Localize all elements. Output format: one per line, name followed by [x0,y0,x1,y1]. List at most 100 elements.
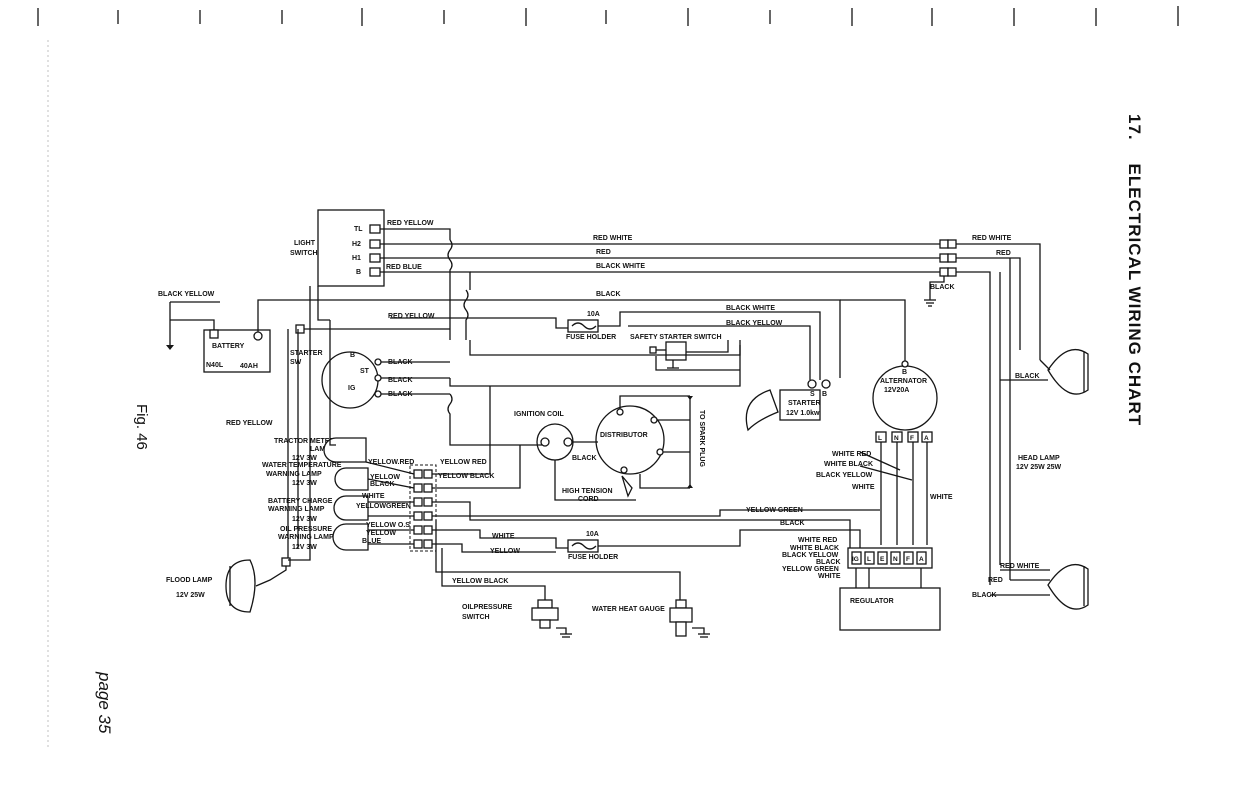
wire-label-white-reg: WHITE [818,573,841,580]
fuse-holder-bottom: 10A FUSE HOLDER [567,529,861,561]
alternator: B ALTERNATOR 12V20A L N F A WHITE RED WH… [816,299,953,545]
water-heat-gauge: WATER HEAT GAUGE [592,599,710,638]
wire-label-red-lower: RED [988,577,1003,584]
wire-label-white-black-reg: WHITE BLACK [790,545,839,552]
high-tension-cord-2: CORD [578,496,599,503]
distributor: DISTRIBUTOR TO SPARK PLUG [595,395,705,498]
regulator-label: REGULATOR [850,598,894,605]
oil-pressure-lamp-1: OIL PRESSURE [280,526,332,533]
binding-marks [37,6,1179,750]
tractor-meter-lamp-rating: 12V 3W [292,455,317,462]
starter-rating: 12V 1.0kw [786,410,820,417]
sw-terminal-ig: IG [348,385,356,392]
reg-terminal-l: L [867,556,871,563]
fuse-top-label: FUSE HOLDER [566,334,616,341]
ls-terminal-tl: TL [354,226,363,233]
wire-label-red-yellow-left: RED YELLOW [226,420,273,427]
battery-charge-lamp-rating: 12V 3W [292,516,317,523]
wire-label-black-white-top: BLACK WHITE [596,263,645,270]
wire-label-black-coil: BLACK [572,455,597,462]
wire-label-yellow-blue-1: YELLOW [366,530,396,537]
wire-label-yellow-os: YELLOW O.S [366,522,410,529]
battery-capacity: 40AH [240,363,258,370]
lamp-cluster: RED YELLOW TRACTOR METER LAMP 12V 3W WAT… [226,329,880,605]
starter-terminal-s: S [810,391,815,398]
flood-lamp-rating: 12V 25W [176,592,205,599]
head-lamp-upper: BLACK [1000,349,1089,395]
wire-label-white-alt: WHITE [852,484,875,491]
wire-label-white-red-reg: WHITE RED [798,537,837,544]
battery-charge-lamp-1: BATTERY CHARGE [268,498,333,505]
wire-label-white-right: WHITE [930,494,953,501]
light-switch: LIGHT SWITCH TL H2 H1 B [290,209,385,287]
light-switch-label-2: SWITCH [290,250,318,257]
alternator-rating: 12V20A [884,387,909,394]
light-switch-wires: RED YELLOW RED WHITE RED RED BLUE BLACK … [380,220,940,340]
wire-label-black-lower: BLACK [972,592,997,599]
alternator-label: ALTERNATOR [880,378,927,385]
oil-pressure-switch: OILPRESSURE SWITCH [462,599,572,638]
alt-terminal-l: L [878,435,882,442]
water-temp-lamp-rating: 12V 3W [292,480,317,487]
fuse-bottom-rating: 10A [586,531,599,538]
battery-charge-lamp-2: WARMING LAMP [268,506,325,513]
wire-label-black-sw2: BLACK [388,377,413,384]
to-spark-plug: TO SPARK PLUG [698,410,705,467]
wire-label-black-headlamp-up: BLACK [1015,373,1040,380]
wire-label-white-red: WHITE RED [832,451,871,458]
wire-label-yellow-black-1: YELLOW [370,474,400,481]
wire-label-black-mid: BLACK [596,291,621,298]
wire-label-yellow-blue-2: BLUE [362,538,381,545]
flood-lamp-label: FLOOD LAMP [166,577,213,584]
wire-label-yellow-black-2: BLACK [370,481,395,488]
misc-wiring [288,286,741,561]
ignition-coil: IGNITION COIL HIGH TENSION CORD BLACK [514,411,636,503]
wire-label-yellow-green-long: YELLOW GREEN [746,507,803,514]
wire-label-black-hl: BLACK [930,284,955,291]
water-heat-gauge-label: WATER HEAT GAUGE [592,606,665,613]
head-lamp-lower: RED WHITE RED BLACK [972,563,1089,610]
wire-label-yellow-red-right: YELLOW RED [440,459,487,466]
wire-label-yellow-green-reg: YELLOW GREEN [782,566,839,573]
wire-label-black-sw3: BLACK [388,391,413,398]
alt-terminal-a: A [924,435,929,442]
sw-terminal-b: B [350,352,355,359]
wire-label-white-black: WHITE BLACK [824,461,873,468]
ls-terminal-h2: H2 [352,241,361,248]
battery-label: BATTERY [212,343,245,350]
fuse-top-rating: 10A [587,311,600,318]
alt-terminal-n: N [894,435,899,442]
wire-label-red-yellow-mid: RED YELLOW [388,313,435,320]
safety-starter-switch: SAFETY STARTER SWITCH [630,334,740,371]
wire-label-red-white-hl: RED WHITE [972,235,1012,242]
reg-terminal-ig: IG [852,556,859,563]
starter-terminal-b: B [822,391,827,398]
reg-terminal-n: N [893,556,898,563]
wire-label-yellow-green-cmp: YELLOWGREEN [356,503,411,510]
wire-label-yellow-red-cmp: YELLOW.RED [368,459,414,466]
wire-label-red-hl: RED [996,250,1011,257]
head-lamp-label: HEAD LAMP [1018,455,1060,462]
oil-pressure-lamp-rating: 12V 3W [292,544,317,551]
fuse-holder-top: RED YELLOW 10A FUSE HOLDER BLACK WHITE B… [388,305,821,380]
reg-terminal-e: E [880,556,885,563]
tractor-meter-lamp-2: LAMP [310,446,330,453]
wire-label-black-white-mid: BLACK WHITE [726,305,775,312]
wire-label-black-yellow-alt: BLACK YELLOW [816,472,873,479]
oil-pressure-switch-1: OILPRESSURE [462,604,513,611]
fuse-bottom-label: FUSE HOLDER [568,554,618,561]
head-lamp-rating: 12V 25W 25W [1016,464,1062,471]
alternator-terminal-b: B [902,369,907,376]
water-temp-lamp-1: WATER TEMPERATURE [262,462,342,469]
ls-terminal-h1: H1 [352,255,361,262]
regulator: IG L E N F A REGULATOR WHITE RED WHITE B… [782,537,941,631]
light-switch-label-1: LIGHT [294,240,316,247]
oil-pressure-switch-2: SWITCH [462,614,490,621]
wire-label-red-white-lower: RED WHITE [1000,563,1040,570]
wire-label-black-sw1: BLACK [388,359,413,366]
safety-starter-label: SAFETY STARTER SWITCH [630,334,722,341]
wire-label-white-lamp: WHITE [362,493,385,500]
alt-terminal-f: F [910,435,914,442]
